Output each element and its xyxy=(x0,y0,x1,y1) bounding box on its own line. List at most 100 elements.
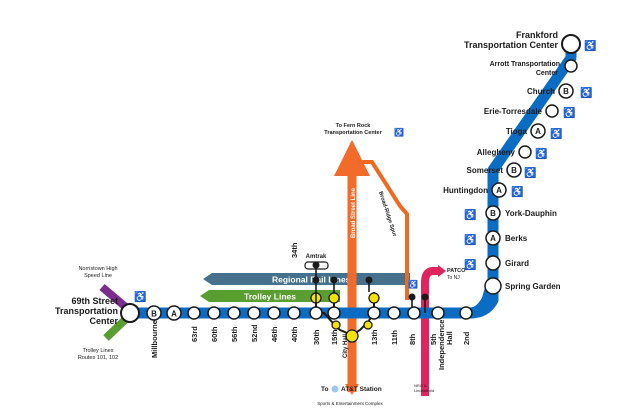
station-5th[interactable] xyxy=(431,306,445,320)
station-circle[interactable] xyxy=(166,305,182,321)
west-terminus-label: 69th Street Transportation Center xyxy=(55,296,119,326)
station-60th[interactable] xyxy=(207,306,221,320)
label-church: Church xyxy=(527,87,555,96)
trolley-routes-label-1: Trolley Lines xyxy=(83,348,114,354)
station-52nd[interactable] xyxy=(247,306,261,320)
amtrak-label: Amtrak xyxy=(306,254,327,260)
terminus-69th-3: Center xyxy=(89,316,118,326)
sports-complex-label: Sports & Entertainment Complex xyxy=(317,401,383,406)
station-arrott[interactable] xyxy=(564,59,578,73)
badge-a: A xyxy=(171,310,177,319)
north-branch-stations: A B A B A B xyxy=(484,34,581,295)
att-label: AT&T Station xyxy=(341,386,382,393)
station-berks[interactable] xyxy=(485,230,501,246)
broad-street-line: Broad Street Line xyxy=(334,140,370,395)
label-frankford-2: Transportation Center xyxy=(464,40,559,50)
fern-rock-label-2: Transportation Center xyxy=(324,130,382,136)
label-11th: 11th xyxy=(390,330,399,345)
label-millbourne: Millbourne xyxy=(150,320,159,358)
label-46th: 46th xyxy=(270,326,279,342)
broad-street-line-label: Broad Street Line xyxy=(351,187,357,238)
station-15th[interactable] xyxy=(327,306,341,320)
label-2nd: 2nd xyxy=(462,331,471,345)
label-allegheny: Allegheny xyxy=(477,148,516,157)
station-8th[interactable] xyxy=(407,306,421,320)
nrg-small-1: NRG & xyxy=(414,383,427,388)
badge-b: B xyxy=(151,310,157,319)
label-60th: 60th xyxy=(210,326,219,342)
label-somerset: Somerset xyxy=(467,166,504,175)
trunk-stations: B A xyxy=(120,303,473,323)
badge-a: A xyxy=(496,186,502,195)
label-8th: 8th xyxy=(408,333,417,345)
station-63rd[interactable] xyxy=(187,306,201,320)
label-30th: 30th xyxy=(312,329,321,345)
regional-rail-bar: Regional Rail Lines xyxy=(203,273,410,285)
accessible-icon: ♿ xyxy=(535,147,547,160)
nhsl-label-1: Norristown High xyxy=(78,266,117,272)
label-15th: 15th xyxy=(330,329,339,345)
station-56th[interactable] xyxy=(227,306,241,320)
accessible-icon: ♿ xyxy=(134,290,146,303)
station-11th[interactable] xyxy=(387,306,401,320)
label-city-hall: City Hall xyxy=(343,334,349,358)
label-52nd: 52nd xyxy=(250,324,259,342)
label-girard: Girard xyxy=(505,259,529,268)
label-34th: 34th xyxy=(290,242,299,258)
north-branch-labels: Spring Garden Girard Berks York-Dauphin … xyxy=(443,30,561,291)
accessible-icon: ♿ xyxy=(580,86,592,99)
trolley-lines-label: Trolley Lines xyxy=(244,292,296,302)
station-frankford[interactable] xyxy=(561,34,581,54)
att-station-label: To AT&T Station Sports & Entertainment C… xyxy=(317,385,384,406)
terminus-69th-2: Transportation xyxy=(55,306,118,316)
station-2nd[interactable] xyxy=(459,306,473,320)
accessible-icon: ♿ xyxy=(524,166,536,179)
station-13th[interactable] xyxy=(367,306,381,320)
station-york-dauphin[interactable] xyxy=(485,205,501,221)
badge-a: A xyxy=(490,234,496,243)
rail-connectors xyxy=(304,261,429,313)
station-erie-torresdale[interactable] xyxy=(545,104,559,118)
station-somerset[interactable] xyxy=(506,162,522,178)
label-berks: Berks xyxy=(505,234,528,243)
label-5th: 5th xyxy=(429,333,438,345)
label-56th: 56th xyxy=(230,326,239,342)
label-40th: 40th xyxy=(290,326,299,342)
label-13th: 13th xyxy=(370,329,379,345)
station-huntingdon[interactable] xyxy=(491,182,507,198)
station-69th-street[interactable] xyxy=(120,303,140,323)
station-tioga[interactable] xyxy=(530,123,546,139)
patco-label-1: PATCO xyxy=(447,268,466,274)
station-30th[interactable] xyxy=(309,306,323,320)
label-hall: Hall xyxy=(445,331,454,345)
trolley-routes-label-2: Routes 101, 102 xyxy=(78,355,118,361)
station-spring-garden[interactable] xyxy=(484,277,502,295)
nhsl-label-2: Speed Line xyxy=(84,273,112,279)
label-spring-garden: Spring Garden xyxy=(505,282,561,291)
label-erie-torresdale: Erie-Torresdale xyxy=(484,107,543,116)
accessible-icon: ♿ xyxy=(464,208,476,221)
label-tioga: Tioga xyxy=(506,127,528,136)
accessible-icon: ♿ xyxy=(584,39,596,52)
label-63rd: 63rd xyxy=(190,326,199,342)
accessible-icon: ♿ xyxy=(394,127,404,137)
station-church[interactable] xyxy=(558,83,574,99)
label-york-dauphin: York-Dauphin xyxy=(505,209,557,218)
badge-b: B xyxy=(563,87,569,96)
station-circle[interactable] xyxy=(146,305,162,321)
regional-rail-label: Regional Rail Lines xyxy=(272,275,351,285)
terminus-69th-1: 69th Street xyxy=(71,296,118,306)
station-girard[interactable] xyxy=(485,255,501,271)
trunk-labels: Millbourne 63rd 60th 56th 52nd 46th 40th… xyxy=(150,242,471,370)
station-46th[interactable] xyxy=(267,306,281,320)
station-40th[interactable] xyxy=(287,306,301,320)
station-allegheny[interactable] xyxy=(518,145,532,159)
accessible-icon: ♿ xyxy=(511,185,523,198)
label-huntingdon: Huntingdon xyxy=(443,186,488,195)
accessible-icon: ♿ xyxy=(408,279,418,289)
label-arrott-1: Arrott Transportation xyxy=(490,61,560,68)
accessible-icon: ♿ xyxy=(550,127,562,140)
patco-label-2: To NJ xyxy=(447,275,460,281)
station-circle xyxy=(331,385,339,393)
